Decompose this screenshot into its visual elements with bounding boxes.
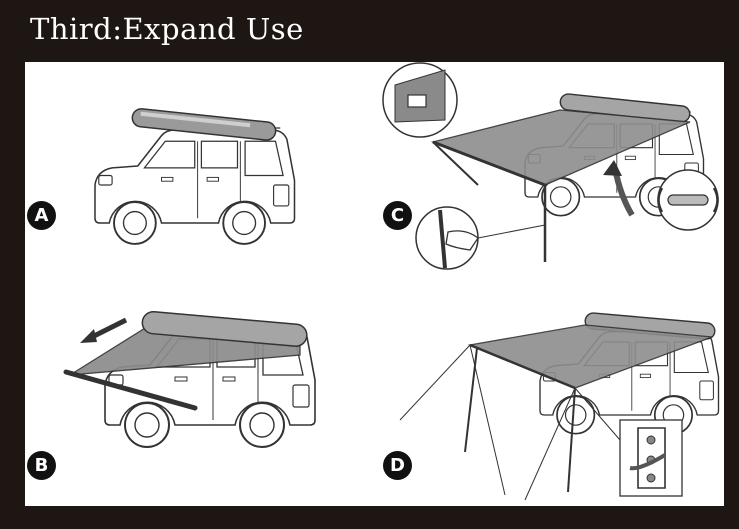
step-badge-b: B: [27, 451, 56, 480]
page-title: Third:Expand Use: [30, 12, 304, 46]
step-a-illustration: [94, 108, 296, 245]
step-badge-c: C: [383, 201, 412, 230]
step-badge-d: D: [383, 451, 412, 480]
step-c-illustration: [382, 62, 719, 270]
step-d-illustration: [399, 312, 720, 501]
pull-arrow: [88, 317, 128, 341]
step-b-illustration: [63, 310, 316, 448]
step-badge-a: A: [27, 201, 56, 230]
